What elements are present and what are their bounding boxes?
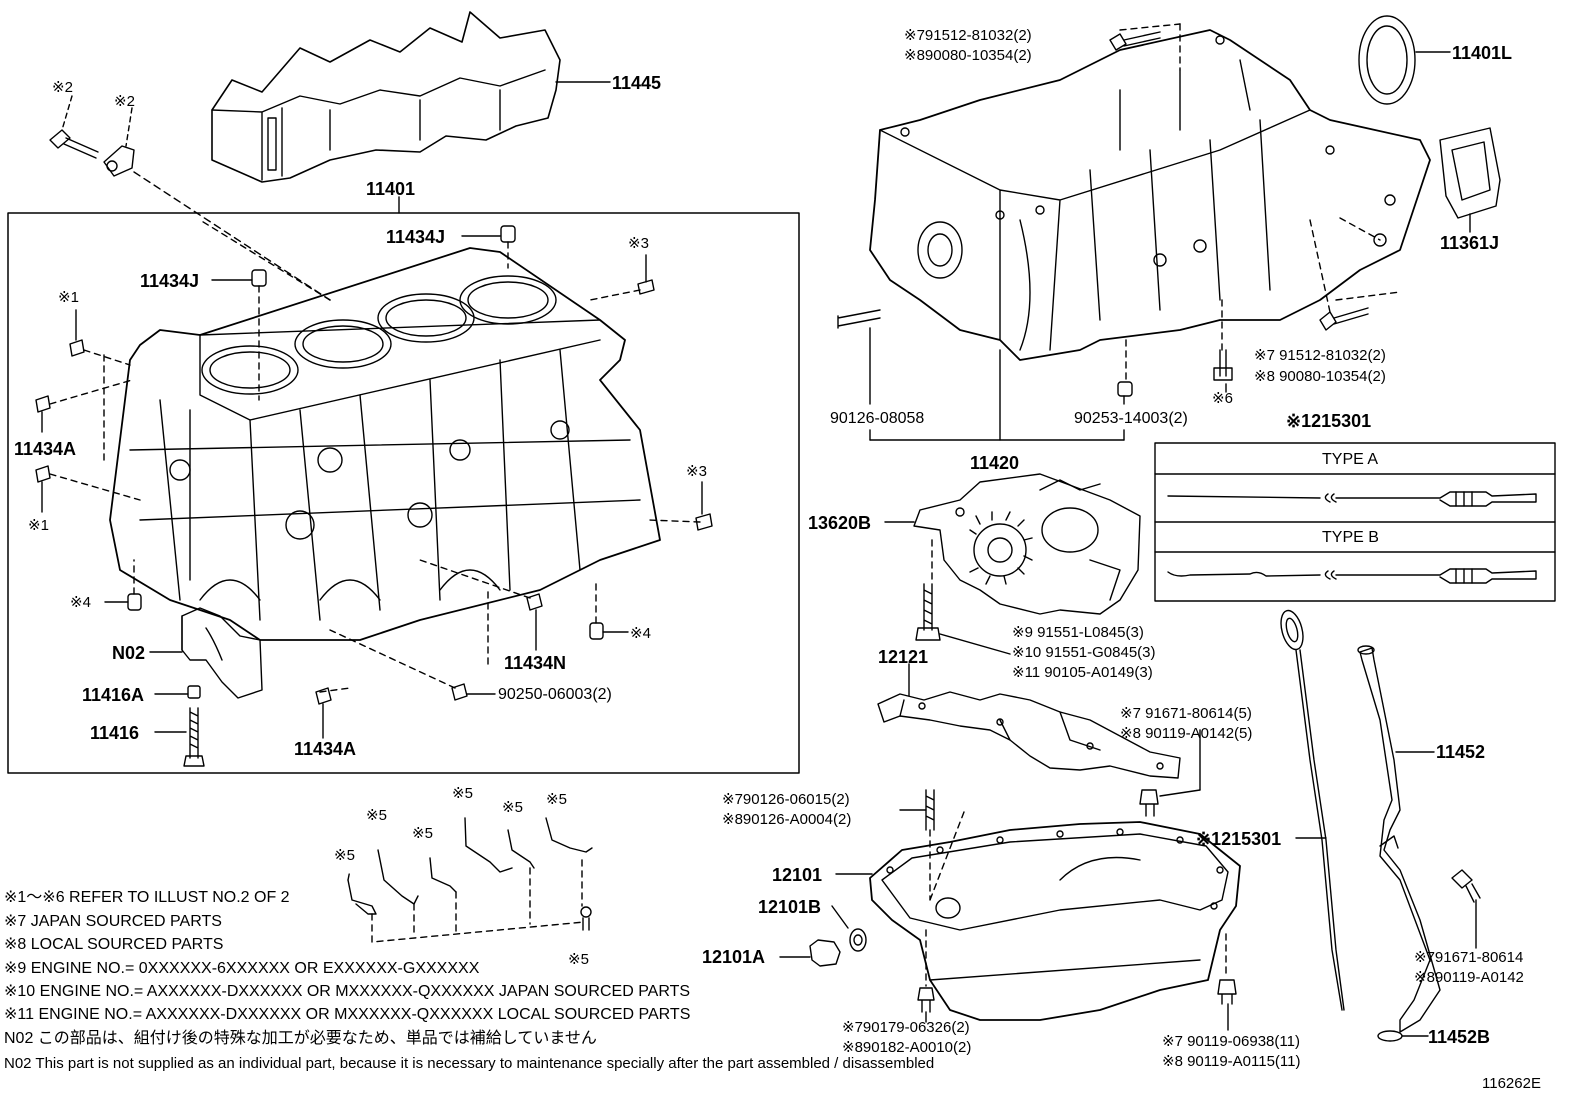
baffle-bolt-label-japan: ※7 91671-80614(5) bbox=[1120, 705, 1252, 722]
oil-seal-drawing bbox=[1358, 15, 1416, 105]
drain-plug-drawing bbox=[809, 928, 867, 967]
part-label-90126-08058: 90126-08058 bbox=[830, 410, 925, 427]
insulator-11445-drawing bbox=[211, 11, 561, 183]
dipstick-type-table bbox=[1154, 442, 1556, 602]
type-b-header: TYPE B bbox=[1322, 529, 1379, 546]
pump-bolt-engine-11: ※11 90105-A0149(3) bbox=[1012, 664, 1153, 681]
pump-bolt-engine-9: ※9 91551-L0845(3) bbox=[1012, 624, 1144, 641]
part-label-11445: 11445 bbox=[612, 73, 662, 93]
cylinder-block-drawing bbox=[109, 247, 661, 641]
pump-bolt-drawing bbox=[915, 583, 941, 641]
guide-bolt-label-local: ※890119-A0142 bbox=[1414, 969, 1524, 986]
part-label-11434J-top: 11434J bbox=[386, 227, 446, 247]
guide-bolt-label-japan: ※791671-80614 bbox=[1414, 949, 1524, 966]
part-label-11434A-bottom: 11434A bbox=[294, 739, 357, 759]
note-line-2: ※7 JAPAN SOURCED PARTS bbox=[4, 913, 222, 930]
part-label-11434A-left: 11434A bbox=[14, 439, 77, 459]
mark-3-b: ※3 bbox=[686, 463, 707, 480]
gasket-drawing bbox=[1439, 127, 1501, 219]
mark-5-b: ※5 bbox=[366, 807, 387, 824]
baffle-bolt-label-local: ※8 90119-A0142(5) bbox=[1120, 725, 1253, 742]
part-label-11434J-left: 11434J bbox=[140, 271, 200, 291]
part-label-13620B: 13620B bbox=[808, 513, 872, 533]
pan-bolt-a-local: ※890182-A0010(2) bbox=[842, 1039, 972, 1056]
mark-6: ※6 bbox=[1212, 390, 1233, 407]
part-label-11416A: 11416A bbox=[82, 685, 145, 705]
part-label-11361J: 11361J bbox=[1440, 233, 1500, 253]
mark-4-a: ※4 bbox=[70, 594, 91, 611]
oil-pan-upper-drawing bbox=[869, 29, 1431, 361]
part-label-11416: 11416 bbox=[90, 723, 140, 743]
mark-2-a: ※2 bbox=[52, 79, 73, 96]
stud-label-local: ※890126-A0004(2) bbox=[722, 811, 852, 828]
oil-jets-drawing bbox=[347, 817, 593, 931]
bolt-label-top-local: ※890080-10354(2) bbox=[904, 47, 1032, 64]
part-label-N02: N02 bbox=[112, 643, 146, 663]
part-label-15301-top: ※1215301 bbox=[1286, 411, 1372, 431]
bearing-cap-drawing bbox=[181, 607, 263, 767]
note-line-8: N02 This part is not supplied as an indi… bbox=[4, 1055, 935, 1072]
mark-3-a: ※3 bbox=[628, 235, 649, 252]
mark-1-b: ※1 bbox=[28, 517, 49, 534]
part-label-12101B: 12101B bbox=[758, 897, 822, 917]
note-line-3: ※8 LOCAL SOURCED PARTS bbox=[4, 936, 224, 953]
mark-5-c: ※5 bbox=[412, 825, 433, 842]
note-line-1: ※1～※6 REFER TO ILLUST NO.2 OF 2 bbox=[4, 889, 290, 906]
oil-pan-lower-drawing bbox=[869, 821, 1241, 1021]
pan-bolts bbox=[837, 31, 1369, 397]
part-label-90253: 90253-14003(2) bbox=[1074, 410, 1188, 427]
part-label-12101A: 12101A bbox=[702, 947, 766, 967]
part-label-11401L: 11401L bbox=[1452, 43, 1513, 63]
baffle-plate-drawing bbox=[877, 691, 1181, 779]
bolt-label-right-japan: ※7 91512-81032(2) bbox=[1254, 347, 1386, 364]
note-line-7: N02 この部品は、組付け後の特殊な加工が必要なため、単品では補給していません bbox=[4, 1030, 597, 1047]
oil-pump-drawing bbox=[913, 473, 1141, 615]
baffle-bolt-drawing bbox=[1139, 789, 1159, 817]
note-line-4: ※9 ENGINE NO.= 0XXXXXX-6XXXXXX OR EXXXXX… bbox=[4, 960, 480, 977]
part-label-15301-mid: ※1215301 bbox=[1196, 829, 1282, 849]
guide-bolt-drawing bbox=[1451, 869, 1481, 903]
bolt-label-top-japan: ※791512-81032(2) bbox=[904, 27, 1032, 44]
pump-bolt-engine-10: ※10 91551-G0845(3) bbox=[1012, 644, 1156, 661]
stud-drawing bbox=[925, 789, 935, 831]
note-line-6: ※11 ENGINE NO.= AXXXXXX-DXXXXXX OR MXXXX… bbox=[4, 1006, 691, 1023]
pan-bolt-b-local: ※8 90119-A0115(11) bbox=[1162, 1053, 1301, 1070]
bolt-2-drawing bbox=[49, 129, 135, 177]
part-label-12101: 12101 bbox=[772, 865, 823, 885]
illustration-reference: 116262E bbox=[1482, 1075, 1541, 1092]
mark-1-a: ※1 bbox=[58, 289, 79, 306]
cylinder-block-group-box bbox=[7, 212, 800, 774]
note-line-5: ※10 ENGINE NO.= AXXXXXX-DXXXXXX OR MXXXX… bbox=[4, 983, 691, 1000]
mark-5-e: ※5 bbox=[502, 799, 523, 816]
mark-5-a: ※5 bbox=[334, 847, 355, 864]
type-a-header: TYPE A bbox=[1322, 451, 1379, 468]
pan-bolt-b-japan: ※7 90119-06938(11) bbox=[1162, 1033, 1300, 1050]
part-label-11452: 11452 bbox=[1436, 742, 1486, 762]
part-label-11401: 11401 bbox=[366, 179, 416, 199]
mark-5-g: ※5 bbox=[568, 951, 589, 968]
part-label-11420: 11420 bbox=[970, 453, 1020, 473]
stud-label-japan: ※790126-06015(2) bbox=[722, 791, 850, 808]
mark-2-b: ※2 bbox=[114, 93, 135, 110]
mark-4-b: ※4 bbox=[630, 625, 651, 642]
part-label-11452B: 11452B bbox=[1428, 1027, 1491, 1047]
mark-5-f: ※5 bbox=[546, 791, 567, 808]
part-label-11434N: 11434N bbox=[504, 653, 567, 673]
dipstick-drawing bbox=[1280, 609, 1345, 1011]
bolt-label-right-local: ※8 90080-10354(2) bbox=[1254, 368, 1386, 385]
pan-bolt-a-japan: ※790179-06326(2) bbox=[842, 1019, 970, 1036]
pan-lower-bolts bbox=[917, 979, 1237, 1013]
part-label-90250: 90250-06003(2) bbox=[498, 686, 612, 703]
part-label-12121: 12121 bbox=[878, 647, 929, 667]
dipstick-guide-drawing bbox=[1357, 645, 1441, 1033]
mark-5-d: ※5 bbox=[452, 785, 473, 802]
